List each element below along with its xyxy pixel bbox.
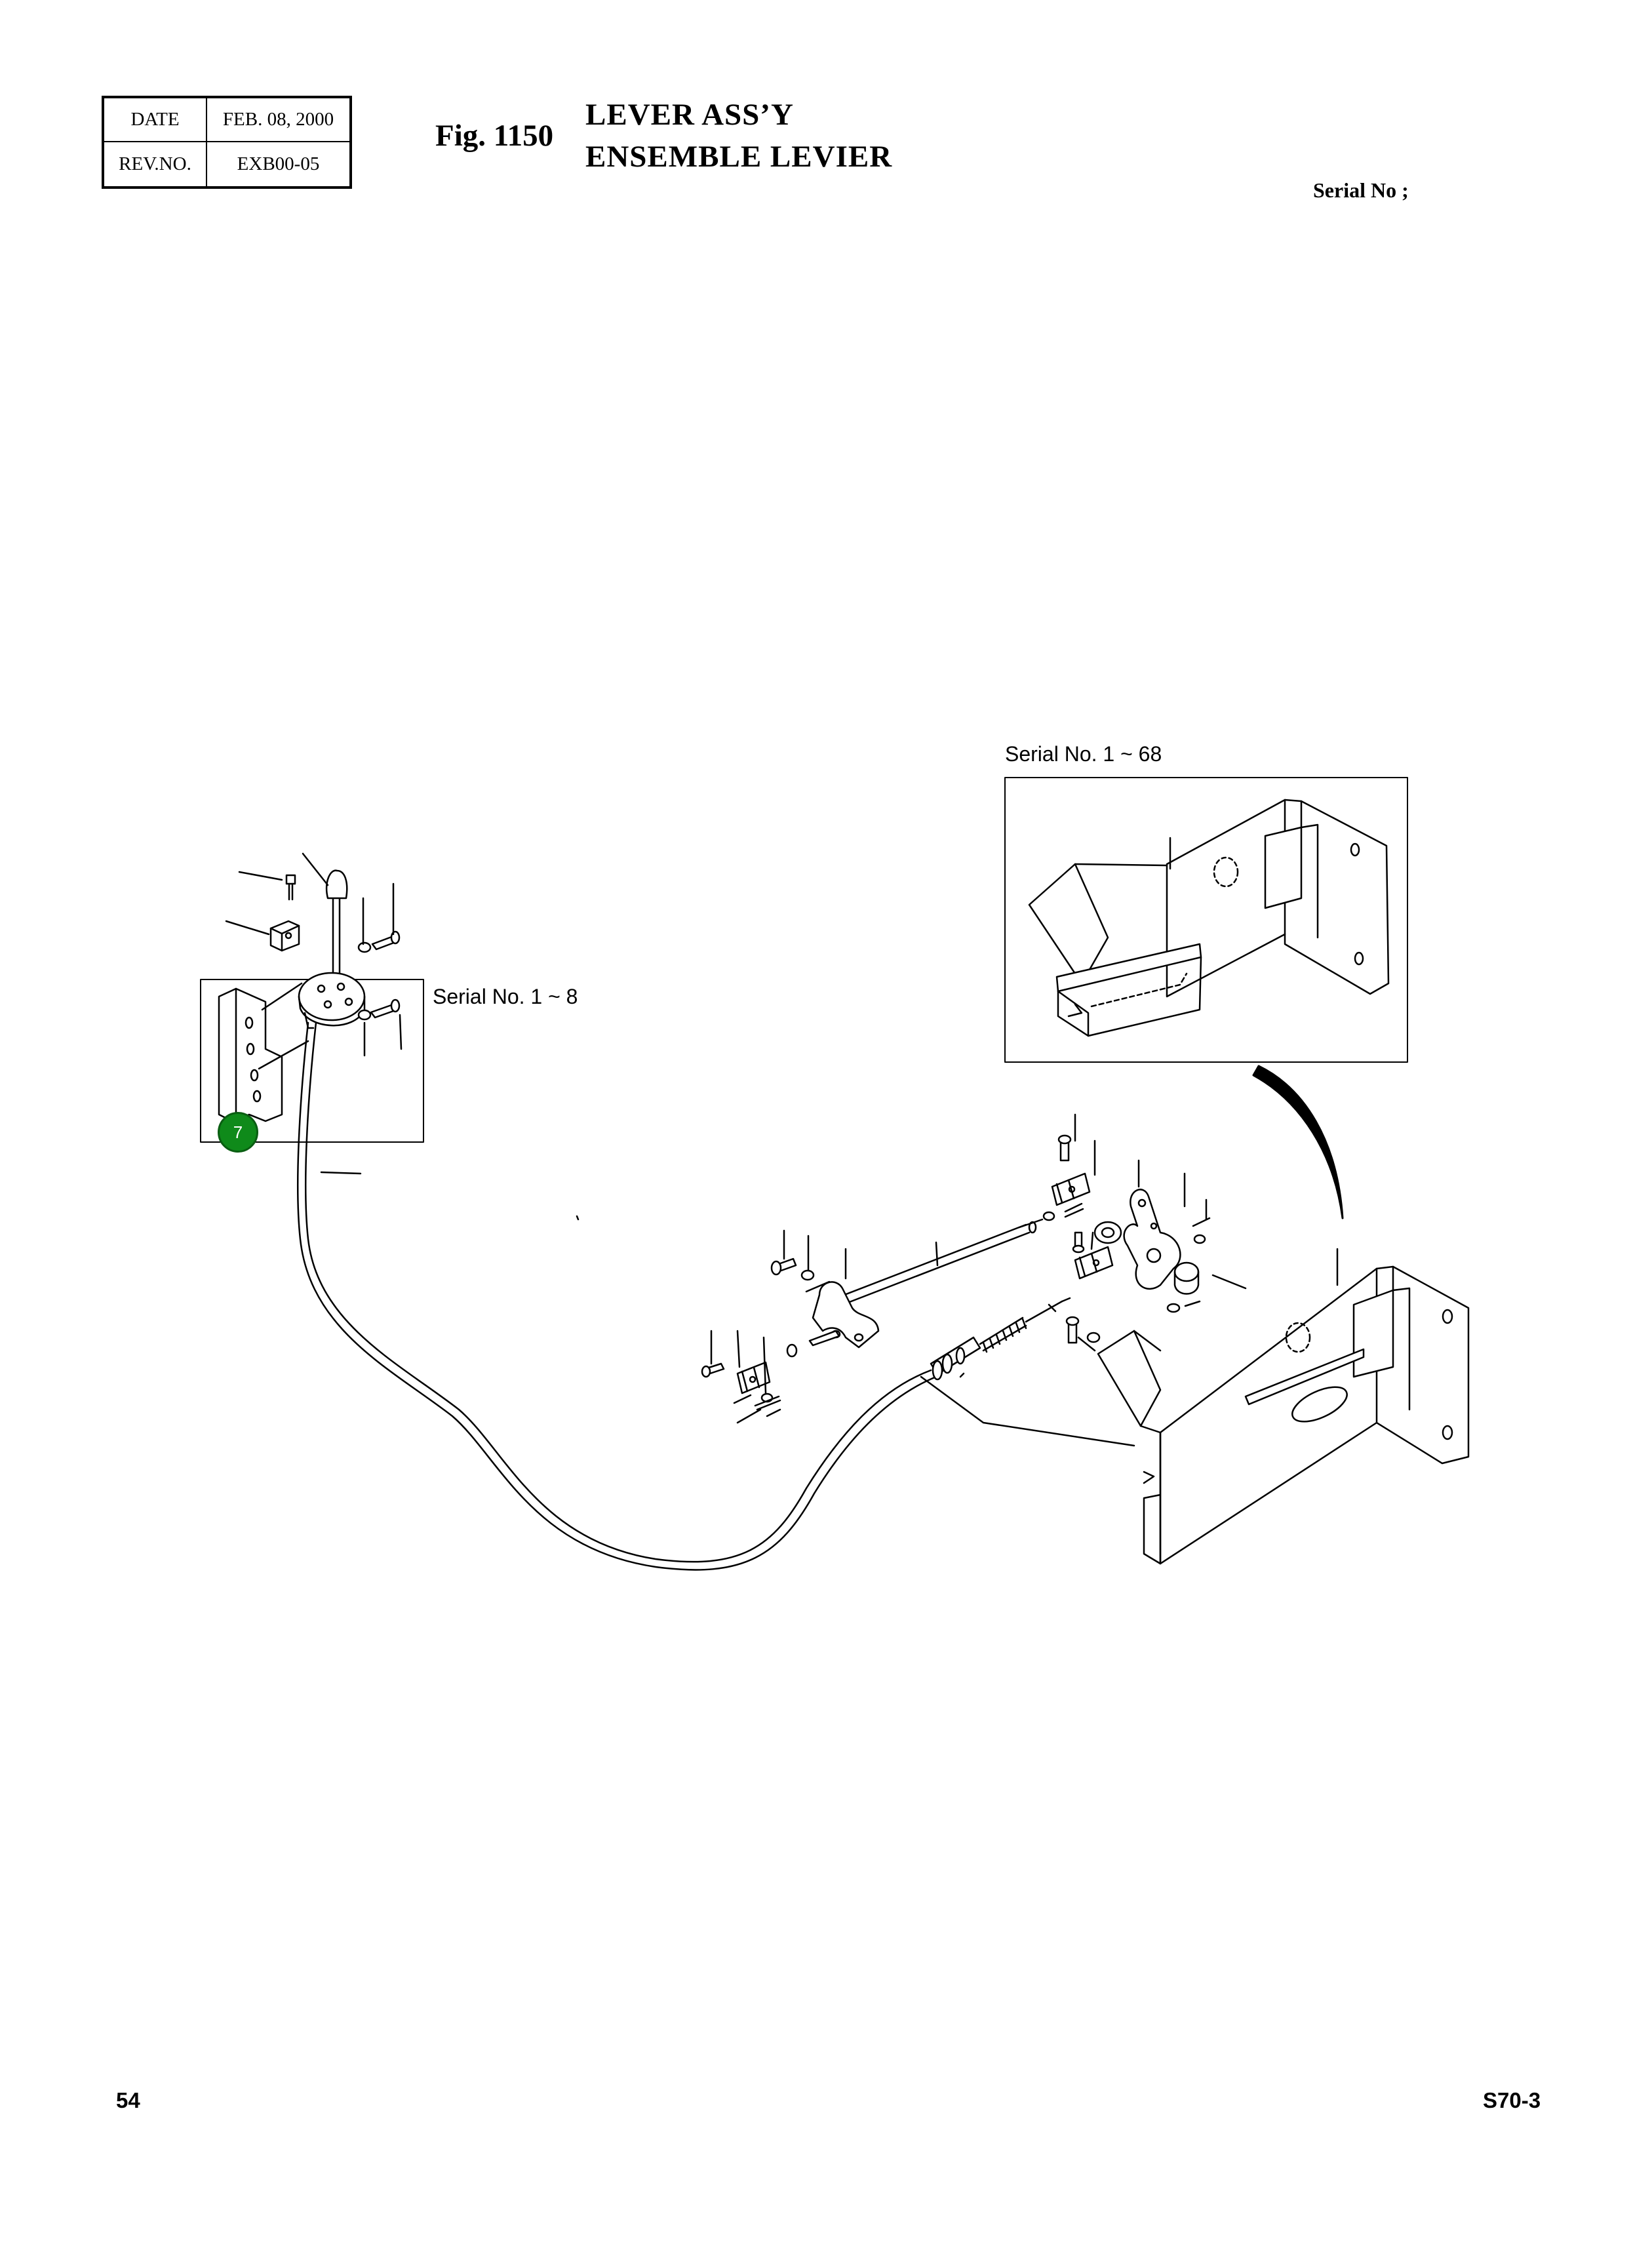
mounting-bracket — [1097, 1248, 1470, 1565]
inset-serial-label-right: Serial No. 1 ~ 68 — [1005, 742, 1162, 766]
figure-number: Fig. 1150 — [435, 119, 554, 153]
title-french: ENSEMBLE LEVIER — [585, 140, 893, 174]
linkage-parts — [701, 1113, 1247, 1447]
rev-label: REV.NO. — [104, 142, 207, 186]
part-callout-marker[interactable]: 7 — [218, 1112, 258, 1153]
rev-value: EXB00-05 — [237, 153, 320, 174]
title-english: LEVER ASS’Y — [585, 98, 794, 132]
page-number: 54 — [116, 2088, 140, 2112]
control-cable — [296, 1021, 1071, 1571]
revision-info-table: DATE FEB. 08, 2000 REV.NO. EXB00-05 — [102, 96, 352, 189]
detail-arrow — [1252, 1065, 1344, 1219]
inset-serial-label-left: Serial No. 1 ~ 8 — [433, 985, 578, 1008]
date-label: DATE — [104, 98, 207, 142]
inset-bracket — [1028, 799, 1390, 1037]
date-value: FEB. 08, 2000 — [207, 98, 349, 142]
lever-assembly — [218, 852, 403, 1124]
model-number: S70-3 — [1483, 2088, 1541, 2112]
serial-number-label: Serial No ; — [1313, 178, 1409, 202]
inset-frame-right — [1004, 777, 1408, 1063]
